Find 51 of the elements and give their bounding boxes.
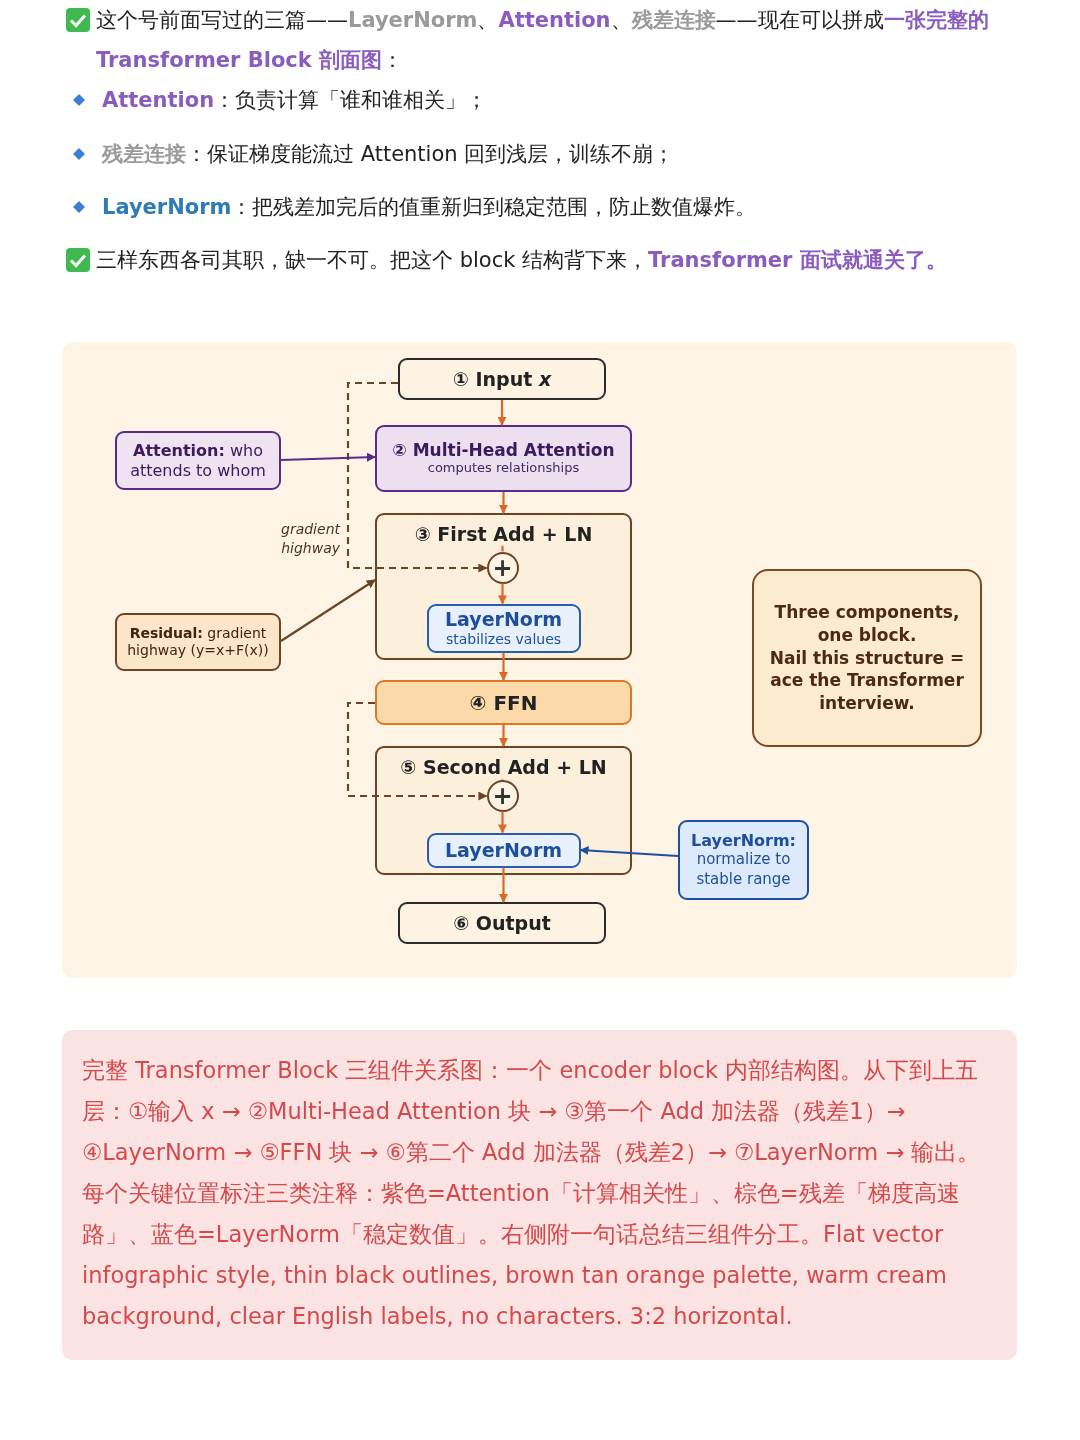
input-output-box bbox=[398, 902, 606, 944]
title-text: ⑤ Second Add + LN bbox=[400, 756, 607, 779]
title-text: + bbox=[492, 783, 513, 808]
title-text: ④ FFN bbox=[469, 690, 538, 715]
title-text: Residual: gradient highway (y=x+F(x)) bbox=[126, 625, 270, 659]
bullet-text: 残差连接：保证梯度能流过 Attention 回到浅层，训练不崩； bbox=[102, 141, 676, 168]
attention-box bbox=[375, 425, 632, 492]
ffn-box bbox=[375, 680, 632, 725]
subtitle-text: Nail this structure = ace the Transformer interview. bbox=[768, 646, 966, 716]
title-text: Attention: who attends to whom bbox=[129, 441, 267, 480]
note-panel: 完整 Transformer Block 三组件关系图：一个 encoder block 内部结构图。从下到上五层：①输入 x → ②Multi-Head Attention 块 → ③第一个 Add 加法器（残差1）→ ④LayerNorm → ⑤FFN 块 → ⑥第二个 Add 加法器（残差2）→ ⑦LayerNorm → 输出。每个关键位置标注三类注释：紫色=Attention「计算相关性」、棕色=残差「梯度高速路」、蓝色=LayerNorm「稳定数值」。右侧附一句话总结三组件分工。Flat vector infographic style, thin black outlines, brown tan orange palette, warm cream background, clear English labels, no characters. 3:2 horizontal. bbox=[62, 1030, 1017, 1360]
residual-arrow bbox=[346, 701, 488, 801]
intro-paragraph: 这个号前面写过的三篇——LayerNorm、Attention、残差连接——现在可以拼成一张完整的 Transformer Block 剖面图： bbox=[96, 7, 990, 74]
note-box bbox=[115, 431, 281, 490]
title-text: + bbox=[492, 555, 513, 580]
subtitle-text: stabilizes values bbox=[445, 630, 562, 649]
subtitle-text: normalize to stable range bbox=[695, 850, 792, 890]
layernorm-box bbox=[426, 603, 581, 653]
add-circle bbox=[486, 551, 519, 584]
subtitle-text: computes relationships bbox=[427, 460, 580, 478]
note-box bbox=[678, 820, 809, 900]
bullet-text: Attention：负责计算「谁和谁相关」； bbox=[102, 87, 489, 114]
add-norm-container bbox=[375, 746, 632, 875]
title-text: ⑥ Output bbox=[453, 911, 551, 935]
title-text: ① Input x bbox=[452, 367, 552, 391]
layernorm-box bbox=[426, 832, 581, 868]
arrow bbox=[499, 725, 508, 747]
title-text: LayerNorm: bbox=[691, 830, 796, 851]
title-text: ③ First Add + LN bbox=[414, 523, 593, 546]
title-text: LayerNorm bbox=[444, 607, 563, 631]
summary-box bbox=[752, 569, 982, 747]
add-circle bbox=[486, 779, 519, 812]
note-box bbox=[115, 613, 281, 671]
title-text: Three components, one block. bbox=[773, 600, 961, 647]
input-output-box bbox=[398, 358, 606, 400]
residual-label: gradient highway bbox=[280, 520, 340, 558]
arrow bbox=[497, 400, 507, 426]
arrow bbox=[499, 652, 508, 681]
residual-arrow bbox=[346, 381, 488, 573]
arrow bbox=[499, 867, 508, 903]
summary-paragraph: 三样东西各司其职，缺一不可。把这个 block 结构背下来，Transformer 面试就通关了。 bbox=[96, 247, 948, 274]
arrow bbox=[498, 811, 507, 834]
arrow bbox=[579, 846, 679, 858]
add-norm-container bbox=[375, 513, 632, 660]
arrow bbox=[280, 452, 376, 462]
title-text: ② Multi-Head Attention bbox=[392, 439, 615, 461]
title-text: LayerNorm bbox=[444, 838, 563, 862]
bullet-text: LayerNorm：把残差加完后的值重新归到稳定范围，防止数值爆炸。 bbox=[102, 194, 758, 221]
arrow bbox=[499, 492, 508, 514]
arrow bbox=[280, 579, 376, 642]
arrow bbox=[498, 583, 507, 605]
